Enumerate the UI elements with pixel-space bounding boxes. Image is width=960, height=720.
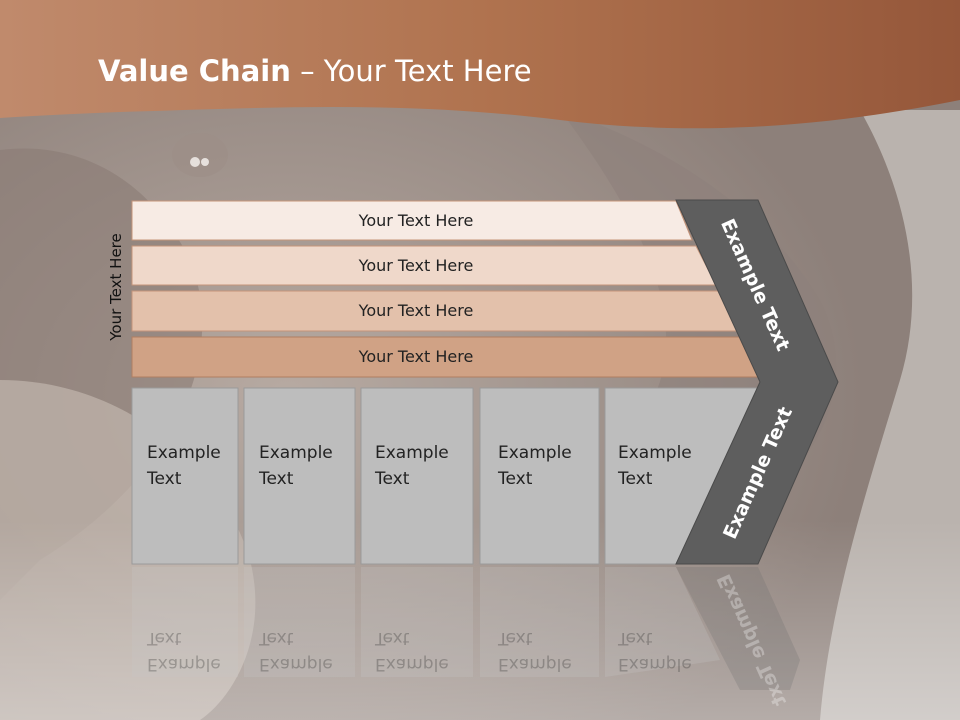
row-text-4: Your Text Here	[358, 347, 474, 366]
activity-box-3	[360, 387, 474, 565]
title-bold: Value Chain	[98, 54, 291, 88]
side-label: Your Text Here	[107, 233, 125, 341]
slide-title: Value Chain – Your Text Here	[98, 54, 532, 88]
activity-box-2	[243, 387, 356, 565]
row-text-1: Your Text Here	[358, 211, 474, 230]
title-rest: – Your Text Here	[290, 54, 532, 88]
row-text-2: Your Text Here	[358, 256, 474, 275]
margin-chevron	[675, 199, 839, 565]
activity-box-4	[479, 387, 600, 565]
row-text-3: Your Text Here	[358, 301, 474, 320]
activity-box-1	[131, 387, 239, 565]
row-bar-1	[131, 200, 693, 241]
